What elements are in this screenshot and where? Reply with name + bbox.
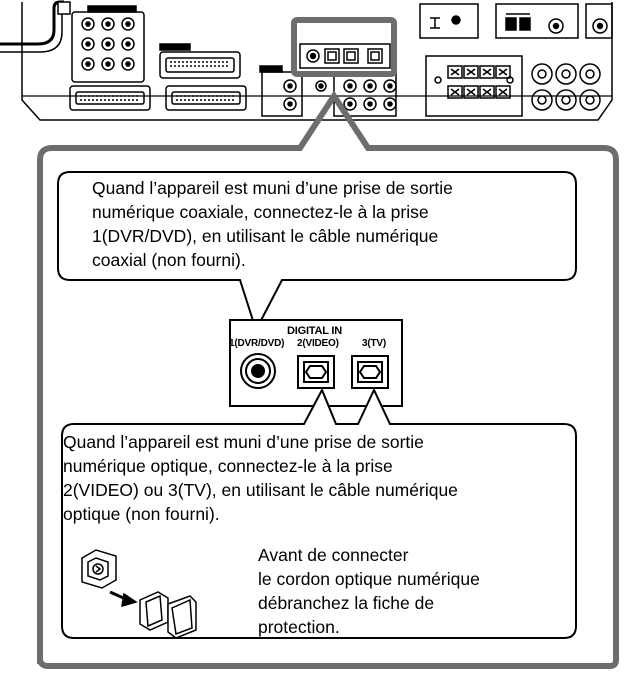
callout-optical-line: Quand l’appareil est muni d’une prise de… (63, 432, 424, 452)
callout-optical-text: Quand l’appareil est muni d’une prise de… (63, 430, 458, 526)
callout-coaxial-line: 1(DVR/DVD), en utilisant le câble numéri… (92, 226, 439, 246)
coaxial-jack-port1 (240, 353, 276, 389)
callout-optical-box (61, 387, 577, 639)
note-line: Avant de connecter (258, 545, 409, 565)
protective-cap-note: Avant de connecter le cordon optique num… (258, 543, 480, 639)
optical-cap-illustration (81, 549, 197, 639)
callout-coaxial-box (57, 171, 577, 333)
magnification-frame (37, 17, 619, 669)
callout-optical-line: optique (non fourni). (63, 504, 220, 524)
note-line: le cordon optique numérique (258, 569, 480, 589)
digital-in-title: DIGITAL IN (287, 325, 343, 337)
callout-coaxial-line: Quand l’appareil est muni d’une prise de… (92, 178, 453, 198)
device-rear-panel (0, 0, 613, 121)
speaker-terminals (425, 55, 601, 117)
callout-optical-line: numérique optique, connectez-le à la pri… (63, 456, 393, 476)
note-line: protection. (258, 617, 340, 637)
callout-optical-line: 2(VIDEO) ou 3(TV), en utilisant le câble… (63, 480, 458, 500)
port-label-3: 3(TV) (362, 338, 387, 349)
scart-connectors (69, 43, 247, 111)
optical-jack-port3 (351, 355, 389, 389)
digital-in-panel (229, 319, 403, 407)
digital-in-mini (299, 43, 391, 69)
port-label-1: 1(DVR/DVD) (229, 338, 285, 349)
video-jacks (259, 65, 303, 117)
callout-coaxial-line: numérique coaxiale, connectez-le à la pr… (92, 202, 429, 222)
rca-jack-grid-left (81, 17, 135, 71)
port-label-2: 2(VIDEO) (297, 338, 339, 349)
antenna-terminals (419, 3, 613, 39)
optical-jack-port2 (297, 355, 335, 389)
callout-coaxial-line: coaxial (non fourni). (92, 250, 246, 270)
callout-coaxial-text: Quand l’appareil est muni d’une prise de… (92, 176, 453, 272)
note-line: débranchez la fiche de (258, 593, 435, 613)
